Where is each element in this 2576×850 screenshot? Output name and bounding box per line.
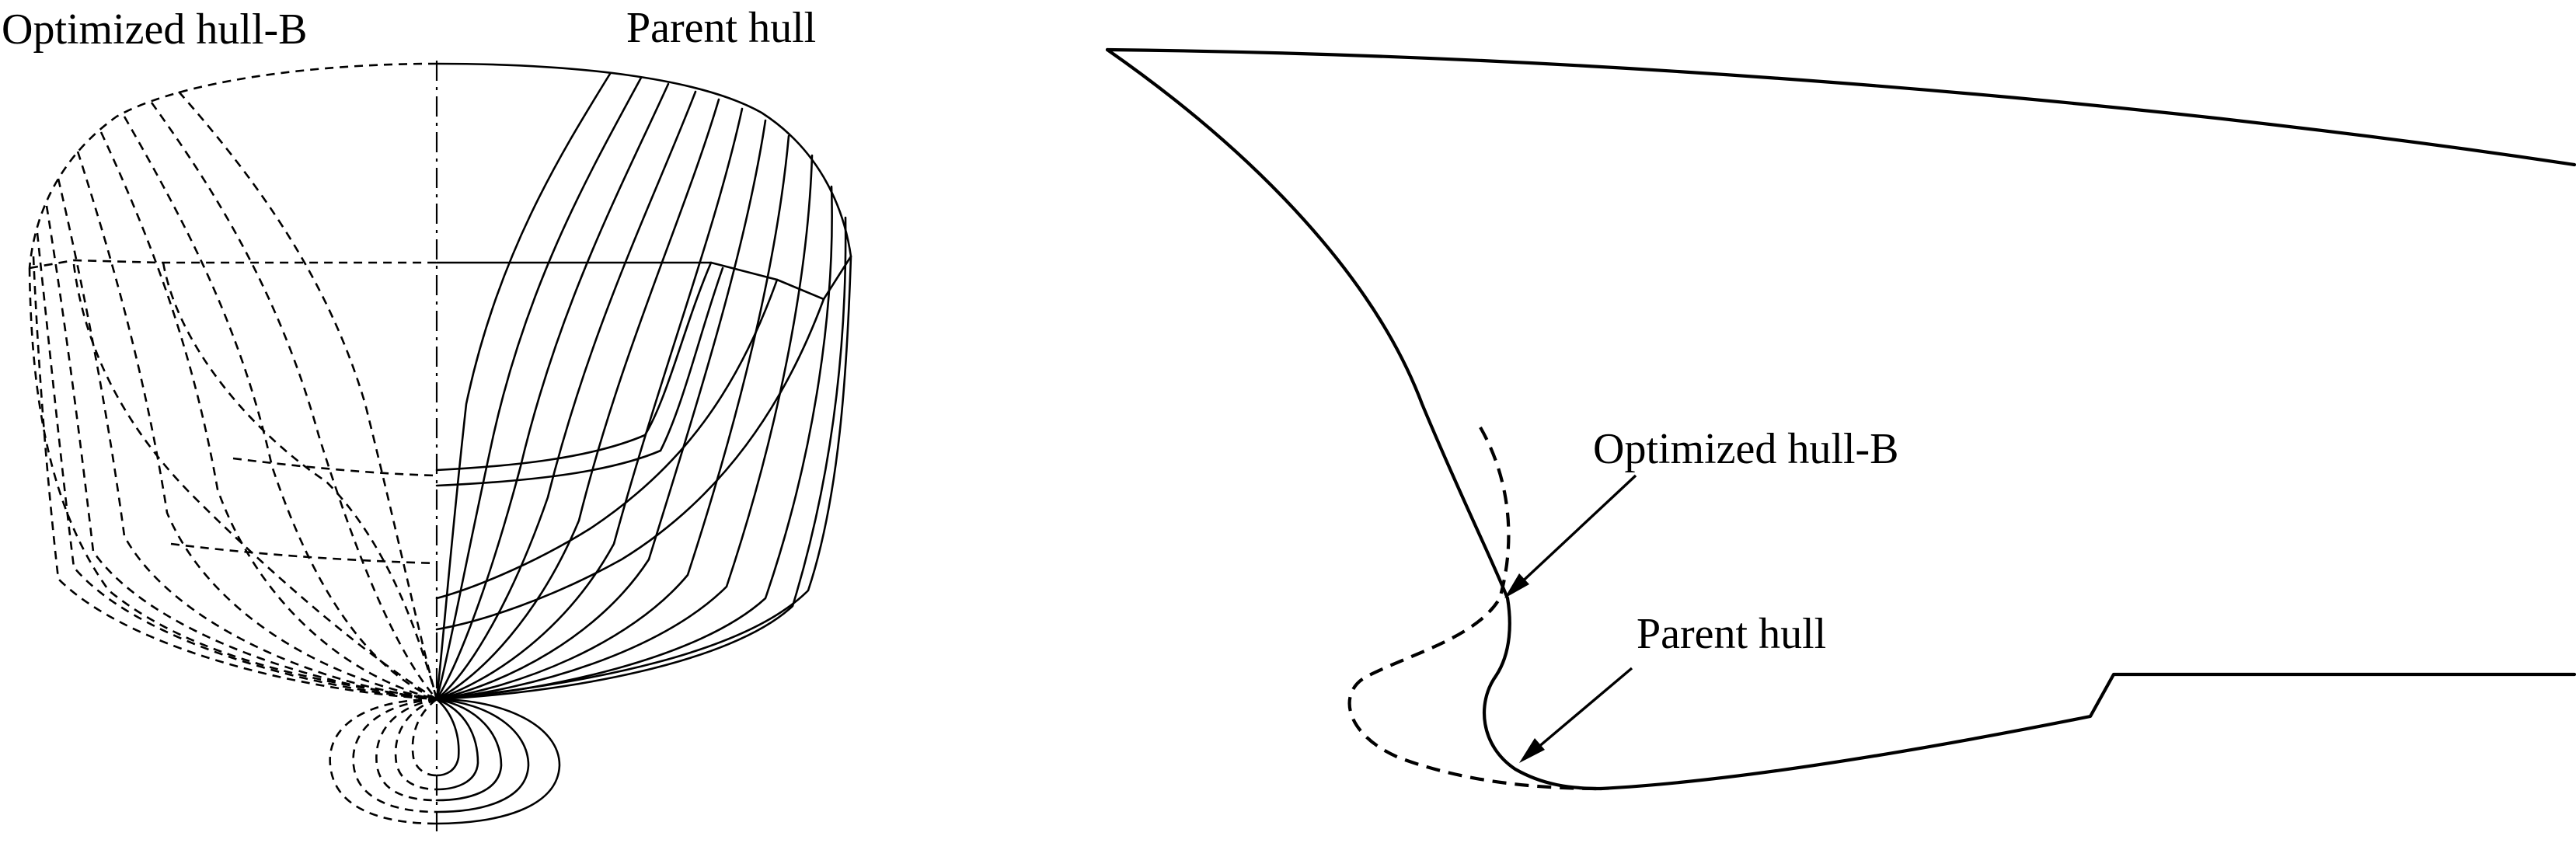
- keel-line: [1598, 672, 2576, 791]
- bulb-sections: [329, 698, 561, 825]
- profile-label-parent: Parent hull: [1637, 610, 1826, 658]
- profile-label-optimized: Optimized hull-B: [1593, 425, 1899, 473]
- sheer-line-optimized: [29, 259, 437, 270]
- stem-curve: [1105, 47, 1510, 601]
- sheer-line-profile: [1105, 47, 2576, 167]
- optimized-hull-bulb: [1347, 426, 1602, 791]
- body-plan-diagram: Optimized hull-B Parent hull: [2, 4, 852, 831]
- bow-profile-diagram: Optimized hull-B Parent hull: [1105, 47, 2576, 791]
- body-plan-label-optimized: Optimized hull-B: [2, 5, 308, 54]
- deck-arc-parent: [435, 62, 852, 258]
- body-plan-label-parent: Parent hull: [626, 4, 816, 52]
- parent-hull-bulb: [1482, 596, 1603, 791]
- arrow-optimized: [1504, 474, 1637, 598]
- stations-optimized: [32, 91, 438, 701]
- arrow-parent: [1519, 667, 1633, 763]
- outer-side-optimized: [28, 267, 437, 701]
- stations-parent: [435, 72, 847, 701]
- deck-arc-optimized: [28, 62, 437, 269]
- outer-side-parent: [435, 255, 852, 701]
